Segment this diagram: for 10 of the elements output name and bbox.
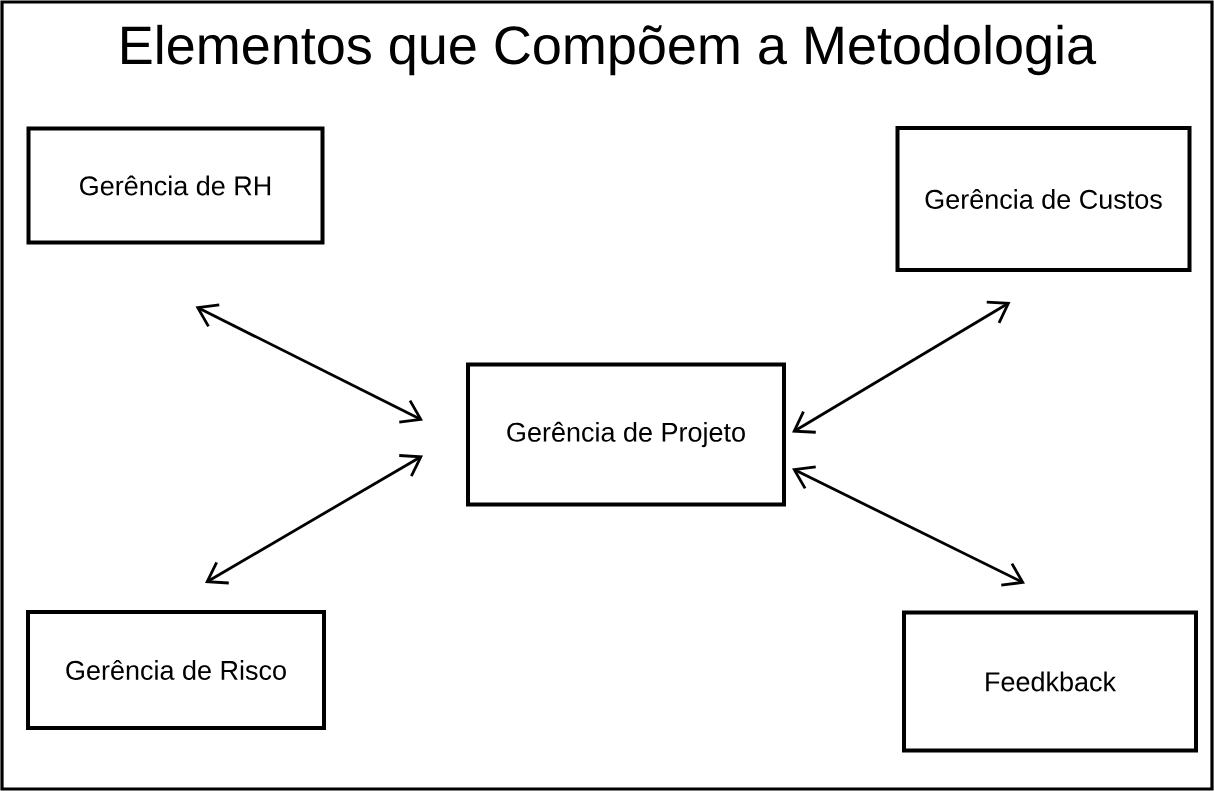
double-arrow [205,454,423,585]
process-box: Gerência de RH [26,126,325,245]
double-arrow [195,303,423,424]
process-box: Gerência de Custos [895,126,1192,272]
title: Elementos que Compõem a Metodologia [122,24,1097,76]
process-box: Feedkback [902,610,1198,753]
process-box: Gerência de Projeto [466,362,786,507]
process-box: Gerência de Risco [26,610,326,730]
double-arrow [792,465,1025,587]
double-arrow [792,300,1011,434]
